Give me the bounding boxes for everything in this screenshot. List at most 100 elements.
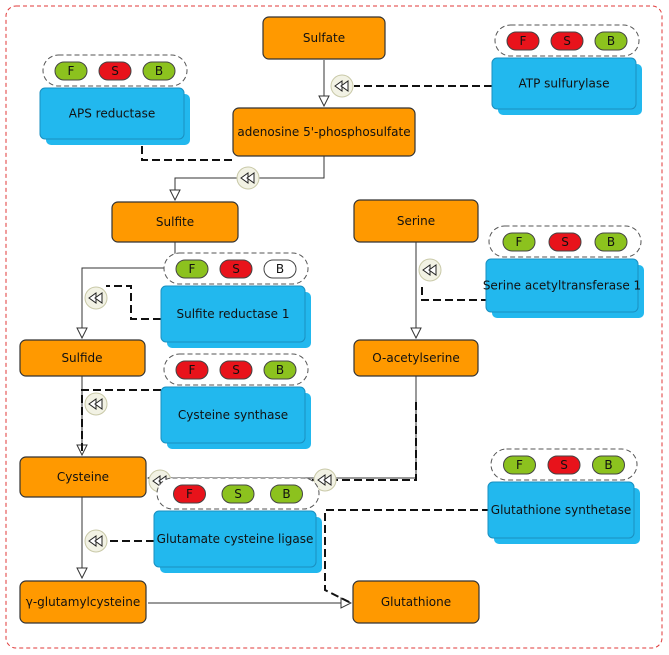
enzyme-aps-reductase-indicator-b: B (142, 61, 176, 81)
enzyme-atp-sulfurylase-indicator-label: B (607, 34, 615, 48)
enzyme-glutathione-synthetase-label: Glutathione synthetase (491, 503, 631, 517)
reg-cysteine-synthase (81, 389, 161, 455)
enzyme-aps-reductase-indicator-label: F (68, 64, 75, 78)
enzyme-sulfite-reductase-indicator-f: F (175, 259, 209, 279)
enzyme-serine-acetyltransferase-box (485, 258, 639, 313)
enzyme-serine-acetyltransferase-indicator-label: B (607, 235, 615, 249)
enzyme-atp-sulfurylase[interactable]: F S B ATP sulfurylase (491, 24, 642, 115)
enzyme-aps-reductase-indicator-label: S (111, 64, 119, 78)
enzyme-serine-acetyltransferase-indicator-f: F (502, 232, 536, 252)
node-gec-label: γ-glutamylcysteine (26, 595, 141, 609)
node-sulfite[interactable]: Sulfite (111, 201, 239, 243)
reg-glutathione-synthetase (324, 509, 490, 604)
enzyme-cysteine-synthase-label: Cysteine synthase (178, 408, 288, 422)
modifier-icons (84, 74, 442, 553)
node-oas[interactable]: O-acetylserine (353, 339, 479, 377)
enzyme-sulfite-reductase-indicator-label: S (232, 262, 240, 276)
modifier-cysteine-synthase-icon (84, 392, 108, 416)
enzyme-cysteine-synthase-box (160, 386, 306, 444)
enzyme-glutamate-cysteine-ligase-indicator-label: S (234, 487, 242, 501)
enzyme-glutamate-cysteine-ligase-box (153, 510, 317, 568)
enzyme-aps-reductase-indicator-label: B (155, 64, 163, 78)
enzyme-aps-reductase[interactable]: F S B APS reductase (39, 54, 190, 145)
enzyme-glutathione-synthetase-indicator-s: S (547, 455, 581, 475)
enzyme-atp-sulfurylase-box (491, 57, 637, 110)
enzyme-sulfite-reductase-indicator-s: S (219, 259, 253, 279)
modifier-aps-reductase-icon (236, 166, 260, 190)
reg-oas-cysteine (312, 402, 417, 481)
enzyme-sulfite-reductase[interactable]: F S B Sulfite reductase 1 (160, 252, 311, 348)
enzyme-serine-acetyltransferase-indicator-label: F (516, 235, 523, 249)
diagram-border (5, 5, 663, 649)
enzyme-glutathione-synthetase-indicator-label: F (516, 458, 523, 472)
enzyme-atp-sulfurylase-indicator-label: F (520, 34, 527, 48)
node-sulfate-label: Sulfate (303, 31, 345, 45)
enzyme-glutathione-synthetase[interactable]: F S B Glutathione synthetase (487, 448, 640, 544)
enzyme-cysteine-synthase-indicator-label: B (276, 363, 284, 377)
enzyme-glutathione-synthetase-indicator-f: F (503, 455, 536, 475)
enzyme-atp-sulfurylase-indicator-label: S (563, 34, 571, 48)
modifier-oas-cysteine-icon (313, 468, 337, 492)
node-glutathione[interactable]: Glutathione (352, 580, 480, 624)
enzyme-cysteine-synthase[interactable]: F S B Cysteine synthase (160, 353, 311, 449)
enzyme-glutathione-synthetase-indicator-label: B (604, 458, 612, 472)
modifier-sulfite-reductase-icon (84, 286, 108, 310)
enzyme-cysteine-synthase-indicator-s: S (219, 360, 253, 380)
enzyme-aps-reductase-indicator-f: F (54, 61, 88, 81)
node-aps[interactable]: adenosine 5'-phosphosulfate (232, 107, 416, 157)
node-cysteine[interactable]: Cysteine (19, 456, 147, 498)
enzyme-atp-sulfurylase-label: ATP sulfurylase (518, 77, 609, 91)
node-sulfite-label: Sulfite (156, 215, 194, 229)
enzyme-glutamate-cysteine-ligase-label: Glutamate cysteine ligase (157, 532, 314, 546)
enzyme-atp-sulfurylase-indicator-f: F (506, 31, 540, 51)
enzyme-sulfite-reductase-indicator-b: B (263, 259, 297, 279)
node-oas-label: O-acetylserine (372, 351, 459, 365)
enzyme-glutamate-cysteine-ligase[interactable]: F S B Glutamate cysteine ligase (153, 477, 322, 573)
node-sulfide-label: Sulfide (61, 351, 102, 365)
modifier-atp-sulfurylase-icon (330, 74, 354, 98)
enzyme-aps-reductase-indicator-s: S (98, 61, 132, 81)
enzyme-cysteine-synthase-indicator-f: F (175, 360, 209, 380)
enzyme-sulfite-reductase-label: Sulfite reductase 1 (176, 307, 289, 321)
reg-aps-reductase (141, 146, 234, 161)
node-serine-label: Serine (397, 214, 435, 228)
enzyme-serine-acetyltransferase-indicator-b: B (594, 232, 628, 252)
enzyme-atp-sulfurylase-indicator-s: S (550, 31, 584, 51)
node-gec[interactable]: γ-glutamylcysteine (19, 580, 147, 624)
enzyme-sulfite-reductase-indicator-label: B (276, 262, 284, 276)
node-serine[interactable]: Serine (353, 199, 479, 243)
enzyme-atp-sulfurylase-indicator-b: B (594, 31, 628, 51)
enzyme-glutathione-synthetase-indicator-b: B (592, 455, 625, 475)
enzyme-cysteine-synthase-indicator-b: B (263, 360, 297, 380)
node-cysteine-label: Cysteine (57, 470, 109, 484)
enzyme-glutamate-cysteine-ligase-indicator-label: B (282, 487, 290, 501)
enzyme-serine-acetyltransferase[interactable]: F S B Serine acetyltransferase 1 (483, 225, 644, 318)
enzyme-glutathione-synthetase-indicator-label: S (560, 458, 568, 472)
enzyme-glutamate-cysteine-ligase-indicator-s: S (221, 484, 255, 504)
reg-sulfite-reductase (106, 285, 161, 320)
enzyme-glutamate-cysteine-ligase-indicator-f: F (173, 484, 206, 504)
enzyme-cysteine-synthase-indicator-label: F (189, 363, 196, 377)
enzyme-glutamate-cysteine-ligase-indicator-label: F (186, 487, 193, 501)
enzyme-serine-acetyltransferase-indicator-s: S (548, 232, 582, 252)
node-aps-label: adenosine 5'-phosphosulfate (237, 125, 410, 139)
node-glutathione-label: Glutathione (381, 595, 451, 609)
modifier-glutamate-cysteine-ligase-icon (84, 529, 108, 553)
enzyme-aps-reductase-label: APS reductase (69, 107, 155, 121)
enzyme-cysteine-synthase-indicator-label: S (232, 363, 240, 377)
enzyme-glutamate-cysteine-ligase-indicator-b: B (270, 484, 303, 504)
enzyme-glutathione-synthetase-box (487, 481, 635, 539)
node-sulfide[interactable]: Sulfide (19, 339, 146, 377)
node-sulfate[interactable]: Sulfate (262, 16, 386, 60)
enzyme-serine-acetyltransferase-label: Serine acetyltransferase 1 (483, 279, 641, 293)
reg-serine-acetyltransferase (421, 284, 489, 301)
enzyme-serine-acetyltransferase-indicator-label: S (561, 235, 569, 249)
metabolite-nodes: Sulfate adenosine 5'-phosphosulfate Sulf… (19, 16, 480, 624)
regulation-edges (81, 85, 492, 604)
enzyme-sulfite-reductase-box (160, 285, 306, 343)
enzyme-sulfite-reductase-indicator-label: F (189, 262, 196, 276)
modifier-serine-acetyltransferase-icon (418, 258, 442, 282)
enzyme-aps-reductase-box (39, 87, 185, 140)
